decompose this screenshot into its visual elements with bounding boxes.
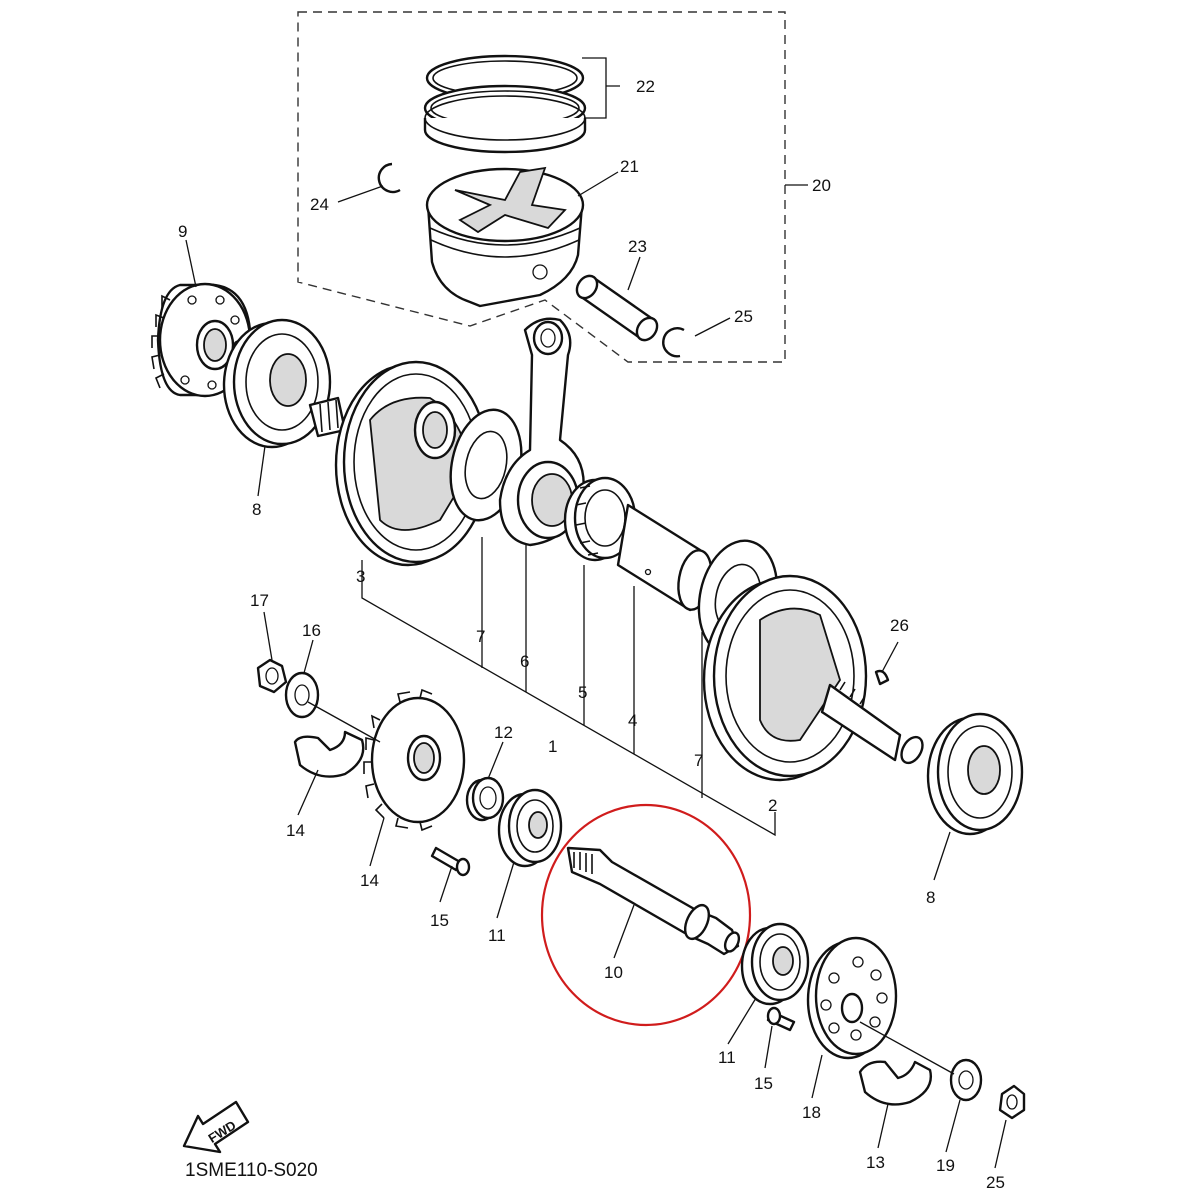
callout-22: 21 xyxy=(620,157,639,176)
callout-7-right: 7 xyxy=(694,751,703,770)
callout-16: 16 xyxy=(302,621,321,640)
callout-12: 12 xyxy=(494,723,513,742)
callout-13: 14 xyxy=(360,871,379,890)
callout-11-left: 11 xyxy=(488,926,506,945)
crankshaft-assembly-bracket xyxy=(361,537,776,837)
needle-bearing[interactable] xyxy=(563,476,637,562)
part-highlight-circle xyxy=(540,803,752,1027)
piston-pin[interactable] xyxy=(573,272,662,344)
bolt-left[interactable] xyxy=(430,846,471,877)
callout-14-right: 13 xyxy=(866,1153,885,1172)
washer-right[interactable] xyxy=(949,1058,983,1102)
main-bearing-left[interactable] xyxy=(222,318,332,449)
callout-15-left: 15 xyxy=(430,911,449,930)
piston-kit-group-outline xyxy=(297,11,786,363)
callout-5: 5 xyxy=(578,683,587,702)
callout-3: 3 xyxy=(356,567,365,586)
crank-wheel-right[interactable] xyxy=(702,574,927,782)
callout-8-left: 8 xyxy=(252,500,261,519)
piston[interactable] xyxy=(425,166,585,308)
callout-4: 4 xyxy=(628,711,637,730)
callout-25-lower: 25 xyxy=(734,307,753,326)
balancer-bearing-left[interactable] xyxy=(497,788,563,868)
callout-9: 9 xyxy=(178,222,187,241)
nut-left[interactable] xyxy=(256,658,288,694)
diagram-code: 1SME110-S020 xyxy=(185,1160,318,1181)
callout-23: 22 xyxy=(636,77,655,96)
callout-7-left: 7 xyxy=(476,627,485,646)
nut-right[interactable] xyxy=(998,1084,1026,1120)
circlip-lower[interactable] xyxy=(662,327,685,358)
balancer-shaft[interactable] xyxy=(566,846,742,956)
callout-labels: 22 21 20 24 23 25 9 8 3 17 16 7 6 5 4 1 … xyxy=(178,77,1005,1192)
balancer-weight-left[interactable] xyxy=(293,730,365,778)
callout-10: 10 xyxy=(604,963,623,982)
washer-left[interactable] xyxy=(284,671,320,719)
callout-17: 17 xyxy=(250,591,269,610)
callout-6: 6 xyxy=(520,652,529,671)
balancer-weight-right[interactable] xyxy=(858,1060,932,1106)
bolt-right[interactable] xyxy=(766,1006,796,1032)
woodruff-key[interactable] xyxy=(874,669,890,686)
crank-pin[interactable] xyxy=(616,503,716,612)
balancer-drive-gear[interactable] xyxy=(363,688,466,832)
callout-25-upper: 24 xyxy=(310,195,329,214)
balancer-bearing-right[interactable] xyxy=(740,922,810,1006)
callout-14-left: 14 xyxy=(286,821,305,840)
callout-20: 25 xyxy=(986,1173,1005,1192)
leader-lines xyxy=(185,57,1007,1169)
callout-2: 2 xyxy=(768,796,777,815)
main-bearing-right[interactable] xyxy=(926,712,1024,836)
callout-24: 23 xyxy=(628,237,647,256)
piston-rings[interactable] xyxy=(423,54,587,154)
fwd-arrow-icon: FWD xyxy=(182,1100,250,1154)
callout-15-right: 15 xyxy=(754,1074,773,1093)
collar[interactable] xyxy=(465,776,505,822)
callout-8-right: 8 xyxy=(926,888,935,907)
callout-1: 1 xyxy=(548,737,557,756)
callout-18: 18 xyxy=(802,1103,821,1122)
connecting-rod[interactable] xyxy=(498,317,585,547)
callout-26: 26 xyxy=(890,616,909,635)
callout-19: 19 xyxy=(936,1156,955,1175)
circlip-upper[interactable] xyxy=(377,162,401,194)
callout-11-right: 11 xyxy=(718,1048,736,1067)
balancer-plate[interactable] xyxy=(806,936,898,1060)
callout-21: 20 xyxy=(812,176,831,195)
crank-wheel-left[interactable] xyxy=(308,360,490,567)
